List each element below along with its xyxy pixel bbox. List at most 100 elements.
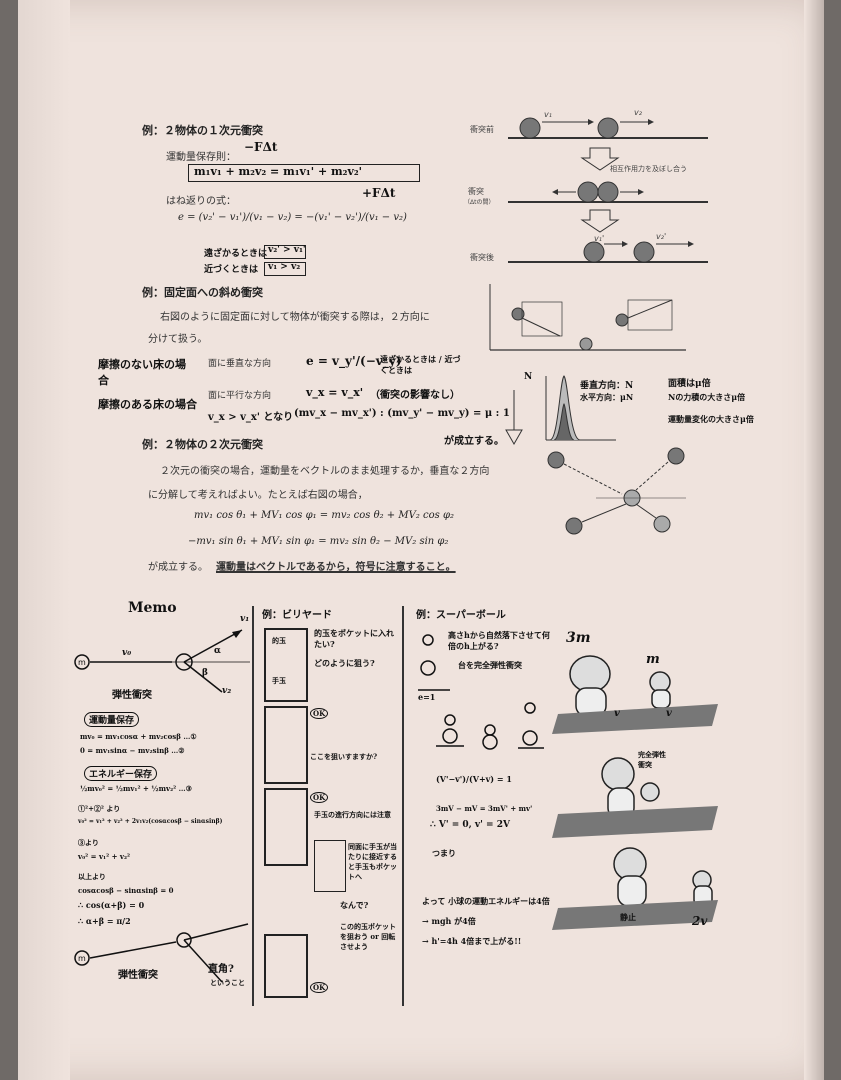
restitution-label: はね返りの式： [166, 196, 236, 207]
billiard-table-4 [264, 934, 308, 998]
divider-1 [252, 606, 254, 1006]
parallel-direction: 面に平行な方向 [208, 391, 272, 401]
section3-eq2: −mv₁ sin θ₁ + MV₁ sin φ₁ = mv₂ sin θ₂ − … [188, 536, 449, 547]
section2-text1: 右図のように固定面に対して物体が衝突する際は，２方向に [160, 312, 430, 323]
note-far: 遠ざかるときは [204, 249, 268, 259]
memo-title: Memo [128, 600, 177, 616]
label-before: 衝突前 [470, 125, 494, 134]
superball-eq-a: 3mV − mV = 3mV' + mv' [436, 804, 533, 813]
superball-final3: → h'=4h 4倍まで上がる!! [422, 936, 522, 946]
superball-q1: 高さhから自然落下させて何倍のh上がる? [448, 630, 550, 651]
superball-stop: 静止 [620, 912, 636, 922]
memo-elastic-2: 弾性衝突 [118, 970, 158, 981]
label-v1: v₁ [544, 110, 552, 119]
memo-v2: v₂ [222, 686, 232, 696]
friction-note: が成立する。 [444, 436, 504, 447]
force-note: 相互作用力を及ぼし合う [610, 165, 687, 173]
superball-then: つまり [432, 848, 456, 858]
memo-eq2: 0 = mv₁sinα − mv₂sinβ …② [80, 746, 185, 755]
superball-q2: 台を完全弾性衝突 [458, 660, 522, 670]
superball-cartoon [552, 655, 718, 930]
note-momentum: 運動量変化の大きさμ倍 [668, 414, 754, 424]
memo-v1: v₁ [240, 614, 250, 624]
memo-collision-diagram: m [74, 629, 250, 693]
page-margin [18, 0, 70, 1080]
superball-vel-eq: (V'−v')/(V+v) = 1 [436, 774, 512, 784]
ok-badge-3: OK [310, 982, 329, 993]
note-near: 近づくときは [204, 265, 259, 275]
superball-drop-diagram [418, 634, 544, 750]
memo-energy-cons: エネルギー保存 [84, 766, 158, 781]
oblique-collision-figure [489, 284, 686, 446]
fig-label-N: N [524, 372, 533, 382]
ineq1: v₂' > v₁' [268, 245, 306, 255]
vel-2v: 2v [692, 914, 708, 928]
frictionless-label: 摩擦のない床の場合 [98, 358, 186, 387]
label-after: 衝突後 [470, 253, 494, 262]
memo-v0: v₀ [122, 648, 132, 658]
label-v2p: v₂' [656, 232, 667, 241]
conclusion-prefix: が成立する。 [148, 562, 208, 573]
billiards-note4: この的玉ポケットを狙おう or 回転させよう [340, 922, 396, 951]
memo-right-angle-diagram: m [74, 923, 249, 983]
collision-1d-figure [508, 117, 708, 263]
memo-alpha: α [214, 646, 221, 656]
momentum-label: 運動量保存則： [166, 152, 236, 163]
perp-equation: e = v_y'/(−v_y) [306, 354, 402, 368]
section2-text2: 分けて扱う。 [148, 334, 208, 345]
impulse-top: −FΔt [244, 140, 278, 154]
section2-title: 例：固定面への斜め衝突 [142, 286, 263, 299]
horizontal-impulse: 水平方向：μN [580, 392, 634, 402]
perp-direction: 面に垂直な方向 [208, 359, 272, 369]
perp-note: 遠ざかるときは / 近づくときは [380, 354, 461, 375]
parallel-note: （衝突の影響なし） [370, 390, 460, 401]
friction-label: 摩擦のある床の場合 [98, 398, 197, 411]
memo-step7: ∴ cos(α+β) = 0 [78, 900, 145, 910]
section3-text1: ２次元の衝突の場合，運動量をベクトルのまま処理するか，垂直な２方向 [160, 466, 490, 477]
memo-eq3: ½mv₀² = ½mv₁² + ½mv₂² …③ [80, 784, 192, 793]
friction-condition: v_x > v_x' となり [208, 412, 294, 423]
superball-final1: よって 小球の運動エネルギーは4倍 [422, 896, 550, 906]
notebook-page: 例：２物体の１次元衝突 運動量保存則： −FΔt m₁v₁ + m₂v₂ = m… [18, 0, 824, 1080]
memo-step5: 以上より [78, 872, 106, 881]
billiards-title: 例：ビリヤード [262, 610, 332, 621]
memo-meaning: ということ [210, 978, 245, 987]
conclusion: 運動量はベクトルであるから，符号に注意すること。 [216, 562, 456, 573]
billiards-why: なんで? [340, 900, 369, 910]
section3-title: 例：２物体の２次元衝突 [142, 438, 263, 451]
momentum-eq-box [188, 164, 420, 182]
note-impulse: Nの力積の大きさμ倍 [668, 392, 746, 402]
memo-step1: ①²+②² より [78, 804, 121, 813]
ineq1-box [264, 245, 306, 259]
svg-text:m: m [78, 954, 86, 963]
ok-badge-2: OK [310, 792, 329, 803]
friction-equation: (mv_x − mv_x') : (mv_y' − mv_y) = μ : 1 [294, 408, 510, 419]
parallel-equation: v_x = v_x' [306, 386, 364, 399]
memo-step8: ∴ α+β = π/2 [78, 916, 131, 926]
mass-m: m [646, 652, 660, 667]
label-v2: v₂ [634, 108, 642, 117]
divider-2 [402, 606, 404, 1006]
memo-step4: v₀² = v₁² + v₂² [78, 852, 131, 861]
superball-e1: e=1 [418, 692, 436, 702]
memo-step3: ③より [78, 838, 99, 847]
collision-2d-figure [547, 447, 686, 535]
billiards-note2: 手玉の進行方向には注意 [314, 810, 391, 819]
billiards-q2: どのように狙う? [314, 658, 375, 668]
mass-3m: 3m [566, 630, 591, 646]
billiard-table-2 [264, 706, 308, 784]
label-during: 衝突 [468, 187, 484, 196]
momentum-equation: m₁v₁ + m₂v₂ = m₁v₁' + m₂v₂' [194, 165, 363, 178]
svg-text:m: m [78, 658, 86, 667]
memo-step6: cosαcosβ − sinαsinβ = 0 [78, 886, 174, 895]
billiard-table-3 [264, 788, 308, 866]
section3-text2: に分解して考えればよい。たとえば右図の場合， [148, 490, 368, 501]
ineq2: v₁ > v₂ [268, 262, 301, 272]
ok-badge-1: OK [310, 708, 329, 719]
billiard-table-mini [314, 840, 346, 892]
page-edge-shadow [804, 0, 824, 1080]
billiards-q1: 的玉をポケットに入れたい? [314, 628, 394, 649]
cue-ball-label: 手玉 [272, 676, 286, 685]
superball-final2: → mgh が4倍 [422, 916, 476, 926]
note-area: 面積はμ倍 [668, 379, 711, 389]
